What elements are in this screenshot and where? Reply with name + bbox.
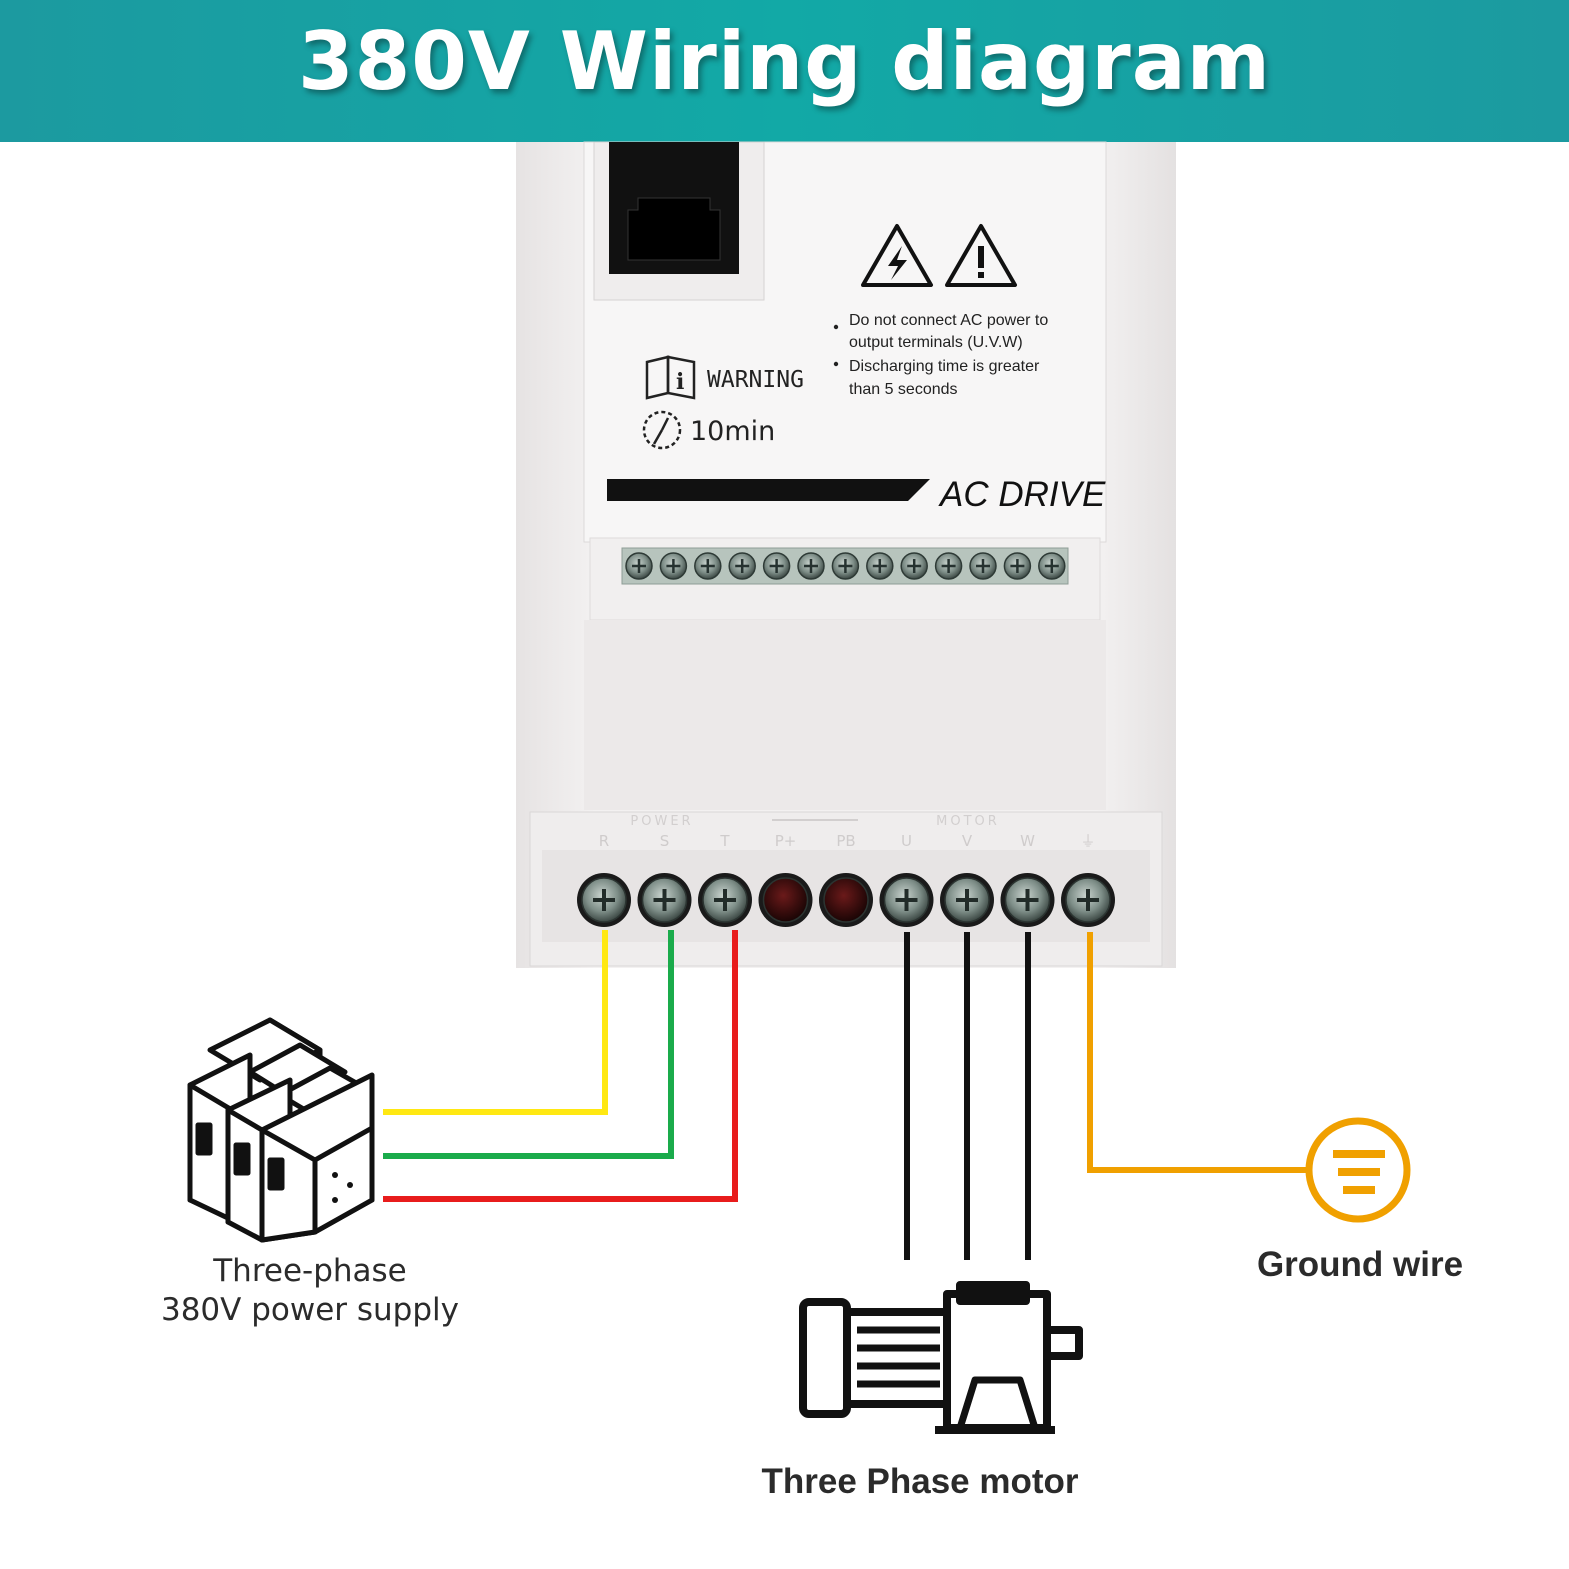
terminal-screw-p-plus [758,873,813,927]
control-screw [728,552,756,580]
power-supply-label: Three-phase 380V power supply [140,1252,480,1330]
terminal-screw-ground [1061,873,1115,927]
terminal-label-ground: ⏚ [1080,832,1095,850]
manual-icon: i [645,355,696,400]
terminal-label-p-plus: P+ [775,832,797,850]
rj45-port-icon [593,141,765,301]
wire-s [383,930,674,1159]
control-screw [625,552,653,580]
warning-note-line-3: Discharging time is greater [849,358,1040,375]
wires [383,930,1307,1260]
control-screw [694,552,722,580]
discharge-time: 10min [690,416,775,447]
terminal-label-pb: PB [836,832,855,850]
header-banner: 380V Wiring diagram [0,0,1569,142]
ac-drive: Do not connect AC power to output termin… [516,141,1176,968]
power-terminal-screws [577,873,1115,927]
power-group-label: POWER [630,814,693,829]
terminal-screw-v [940,873,994,927]
motor-icon [799,1281,1083,1434]
control-screw [762,552,791,580]
exclamation-warning-icon [945,224,1017,287]
terminal-screw-u [879,873,934,927]
control-screw [831,552,860,580]
wire-r [383,930,608,1115]
control-screw [1038,552,1066,580]
terminal-screw-r [577,873,631,927]
wire-t [383,930,738,1202]
brand-stripe [607,479,930,501]
terminal-screw-w [1000,873,1055,927]
warning-note-line-1: Do not connect AC power to [849,312,1048,329]
timer-icon [642,410,682,450]
warning-label: WARNING [707,367,804,393]
control-terminal-screws [625,552,1066,580]
motor-label: Three Phase motor [761,1462,1079,1501]
brand-label: AC DRIVE [938,475,1106,514]
power-supply-label-line-2: 380V power supply [160,1292,459,1328]
ground-symbol-icon [1305,1117,1411,1223]
warning-note-line-4: than 5 seconds [849,381,958,398]
terminal-screw-t [698,873,752,927]
ground-wire-label: Ground wire [1256,1245,1464,1284]
control-screw [866,552,894,580]
control-screw [797,552,825,580]
power-supply-label-line-1: Three-phase [213,1253,407,1289]
terminal-label-t: T [719,832,730,850]
terminal-label-u: U [901,832,912,850]
control-screw [1003,552,1032,580]
motor-group-label: MOTOR [936,814,1000,829]
svg-text:i: i [676,369,684,395]
terminal-label-s: S [660,832,670,850]
wire-ground [1087,932,1307,1173]
terminal-label-r: R [599,832,609,850]
control-screw [900,552,928,580]
warning-note-line-2: output terminals (U.V.W) [849,334,1023,351]
drive-recess [584,620,1106,810]
terminal-labels: R S T P+ PB U V W ⏚ [599,832,1096,850]
lightning-warning-icon [861,224,933,287]
breaker-icon [187,1017,375,1243]
page-title: 380V Wiring diagram [297,14,1272,108]
terminal-screw-s [637,873,692,927]
control-screw [969,552,997,580]
terminal-label-v: V [962,832,973,850]
control-screw [934,552,963,580]
control-screw [659,552,688,580]
warning-notes: Do not connect AC power to output termin… [833,312,1048,398]
terminal-label-w: W [1020,832,1035,850]
terminal-screw-pb [819,873,873,927]
